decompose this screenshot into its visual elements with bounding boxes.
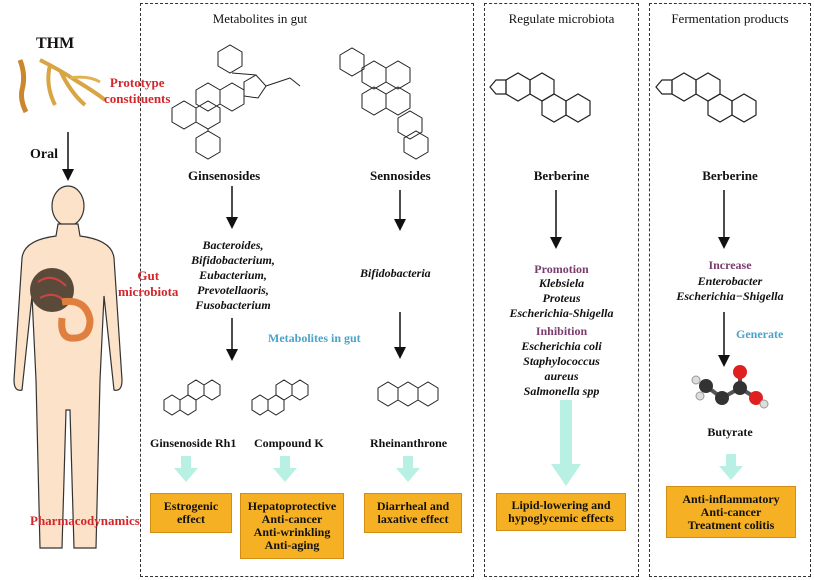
promotion-label: Promotion <box>534 262 589 276</box>
butyrate-label: Butyrate <box>707 425 753 439</box>
generate-label: Generate <box>736 327 784 341</box>
panel-title-fermentation: Fermentation products <box>671 11 789 26</box>
berberine-label-2: Berberine <box>702 168 758 183</box>
bifidobacteria-label: Bifidobacteria <box>360 266 431 280</box>
berberine-structure-icon <box>489 72 591 123</box>
panel-metabolites <box>140 3 474 577</box>
sennoside-structure-icon <box>339 47 429 160</box>
compound-k-label: Compound K <box>254 436 324 450</box>
sennosides-label: Sennosides <box>370 168 431 183</box>
pharmacodynamics-label: Pharmacodynamics <box>30 513 140 528</box>
ginsenosides-label: Ginsenosides <box>188 168 261 183</box>
metabolite-structures-icon <box>163 379 439 416</box>
panel-regulate <box>484 3 639 577</box>
effect-arrows <box>174 400 743 486</box>
metabolites-in-gut-label: Metabolites in gut <box>268 331 361 345</box>
ginseng-root-icon <box>17 58 107 114</box>
rheinanthrone-label: Rheinanthrone <box>370 436 448 450</box>
human-body-icon <box>13 185 123 549</box>
oral-label: Oral <box>30 147 58 162</box>
butyrate-molecule-icon <box>691 365 769 409</box>
panel-title-regulate: Regulate microbiota <box>508 11 615 26</box>
thm-label: THM <box>36 35 75 52</box>
panel-title-metabolites: Metabolites in gut <box>212 11 308 26</box>
bacteria-list: Bacteroides,Bifidobacterium,Eubacterium,… <box>191 238 275 312</box>
ginsenoside-rh1-label: Ginsenoside Rh1 <box>150 436 237 450</box>
inhibition-label: Inhibition <box>535 324 588 338</box>
berberine-structure-icon-2 <box>655 72 757 123</box>
panel-fermentation <box>649 3 811 577</box>
ginsenoside-structure-icon <box>171 44 301 160</box>
increase-label: Increase <box>708 258 752 272</box>
berberine-label: Berberine <box>533 168 590 183</box>
